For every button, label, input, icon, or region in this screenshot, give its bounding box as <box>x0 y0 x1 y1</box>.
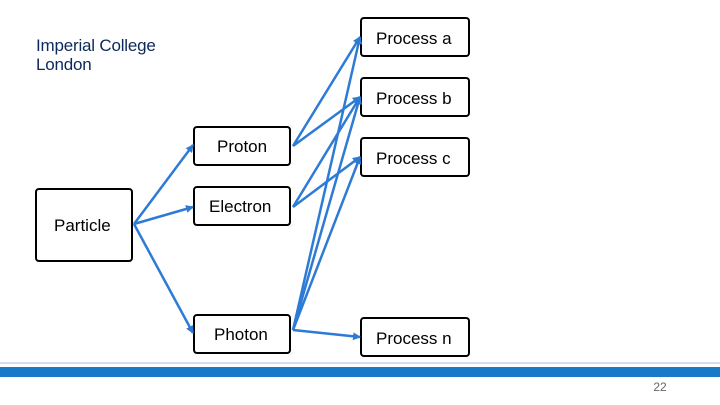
arrow-photon-to-process-c <box>291 156 362 331</box>
logo-line-2: London <box>36 55 92 74</box>
process-a-label: Process a <box>376 29 452 48</box>
process-b-node: Process b <box>360 77 470 117</box>
arrow-particle-to-proton <box>132 144 195 225</box>
electron-node: Electron <box>193 186 291 226</box>
arrow-particle-to-photon <box>132 223 195 334</box>
process-c-label: Process c <box>376 149 451 168</box>
proton-node: Proton <box>193 126 291 166</box>
process-c-node: Process c <box>360 137 470 177</box>
photon-label: Photon <box>214 325 268 344</box>
process-n-node: Process n <box>360 317 470 357</box>
electron-label: Electron <box>209 197 272 216</box>
arrow-photon-to-process-n <box>292 328 361 341</box>
photon-node: Photon <box>193 314 291 354</box>
proton-label: Proton <box>217 137 268 156</box>
imperial-college-logo: Imperial College London <box>36 36 156 74</box>
arrow-photon-to-process-b <box>291 96 362 331</box>
particle-label: Particle <box>54 216 111 235</box>
arrow-proton-to-process-b <box>292 95 361 148</box>
arrow-particle-to-electron <box>133 205 194 226</box>
arrow-electron-to-process-b <box>291 96 362 208</box>
process-a-node: Process a <box>360 17 470 57</box>
process-b-label: Process b <box>376 89 452 108</box>
page-number: 22 <box>653 380 667 394</box>
footer-bar <box>0 367 720 377</box>
footer-divider <box>0 362 720 364</box>
particle-node: Particle <box>35 188 133 262</box>
process-n-label: Process n <box>376 329 452 348</box>
arrow-photon-to-process-a <box>291 36 363 331</box>
logo-line-1: Imperial College <box>36 36 156 55</box>
arrow-proton-to-process-a <box>291 36 362 147</box>
